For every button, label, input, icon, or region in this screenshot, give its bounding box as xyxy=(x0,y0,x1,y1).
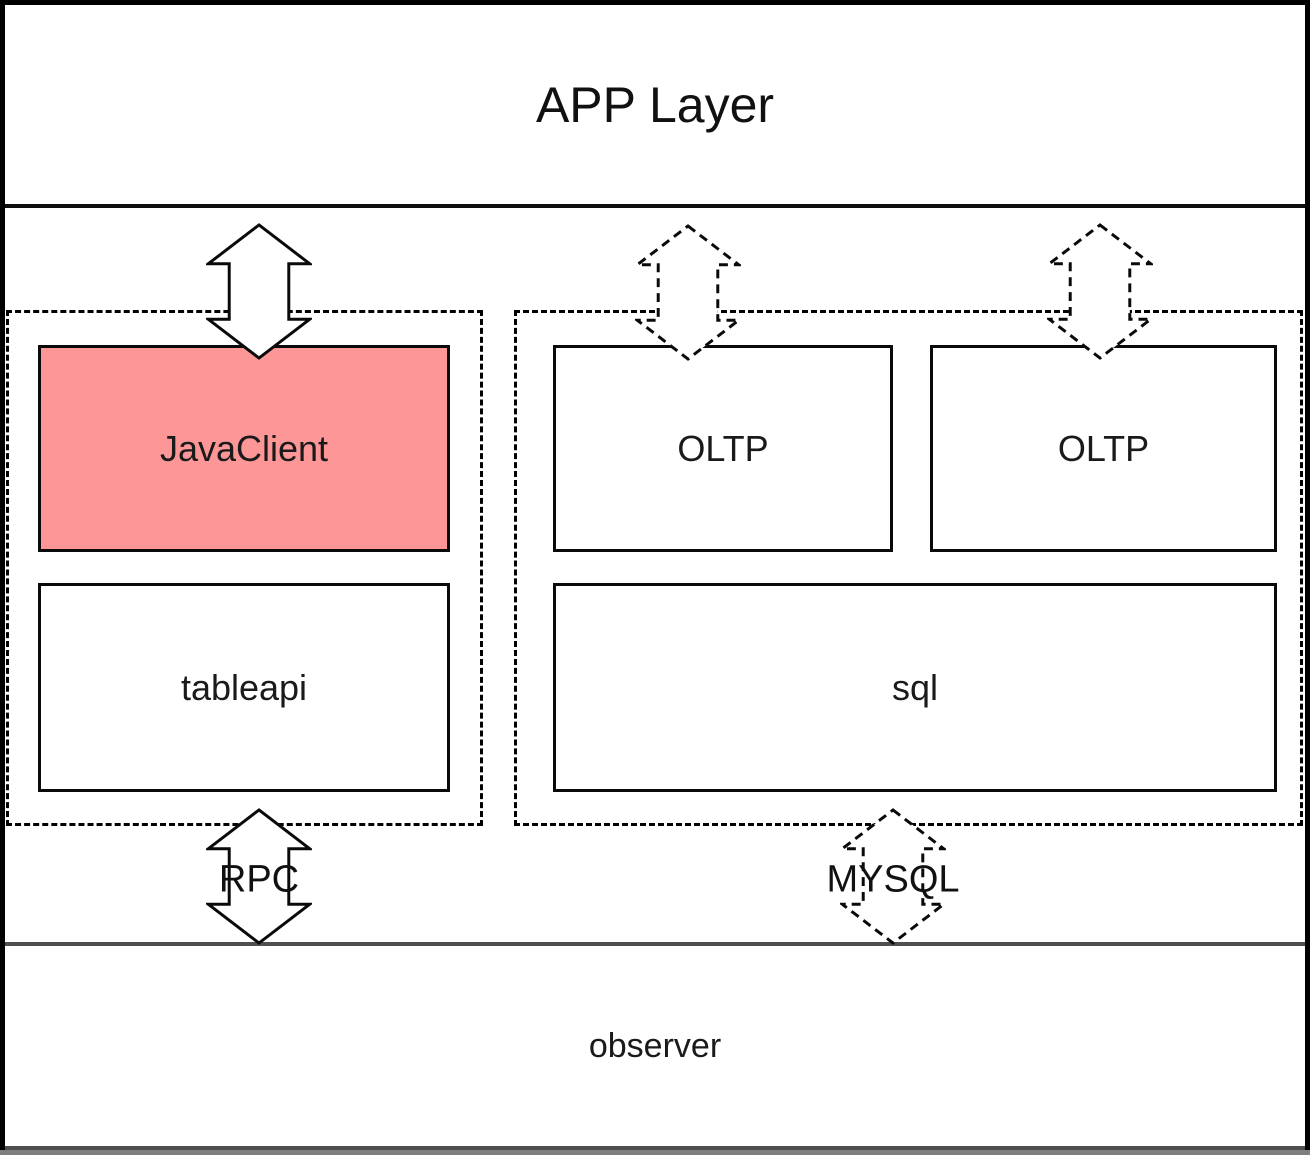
observer-box: observer xyxy=(5,942,1305,1150)
oltp-left-label: OLTP xyxy=(677,427,769,469)
observer-label: observer xyxy=(588,1026,722,1065)
tableapi-label: tableapi xyxy=(180,666,308,708)
bidirectional-arrow-mysql-icon xyxy=(840,808,946,945)
javaclient-label: JavaClient xyxy=(159,427,329,469)
bidirectional-arrow-app-oltp-right-icon xyxy=(1047,223,1153,360)
client-group-box: JavaClient tableapi xyxy=(6,310,483,826)
rpc-connector-label: RPC xyxy=(218,858,300,901)
tableapi-box: tableapi xyxy=(38,583,450,792)
bidirectional-arrow-app-oltp-left-icon xyxy=(635,224,741,361)
bottom-edge-strip xyxy=(0,1150,1310,1155)
bidirectional-arrow-app-javaclient-icon xyxy=(206,223,312,360)
javaclient-box: JavaClient xyxy=(38,345,450,552)
sql-box: sql xyxy=(553,583,1277,792)
sql-label: sql xyxy=(891,666,939,708)
server-group-box: OLTP OLTP sql xyxy=(514,310,1303,826)
mysql-connector-label: MYSQL xyxy=(826,858,960,901)
oltp-left-box: OLTP xyxy=(553,345,893,552)
bidirectional-arrow-rpc-icon xyxy=(206,808,312,945)
oltp-right-label: OLTP xyxy=(1057,427,1150,469)
oltp-right-box: OLTP xyxy=(930,345,1277,552)
app-layer-box: APP Layer xyxy=(5,5,1305,208)
app-layer-label: APP Layer xyxy=(535,76,775,133)
